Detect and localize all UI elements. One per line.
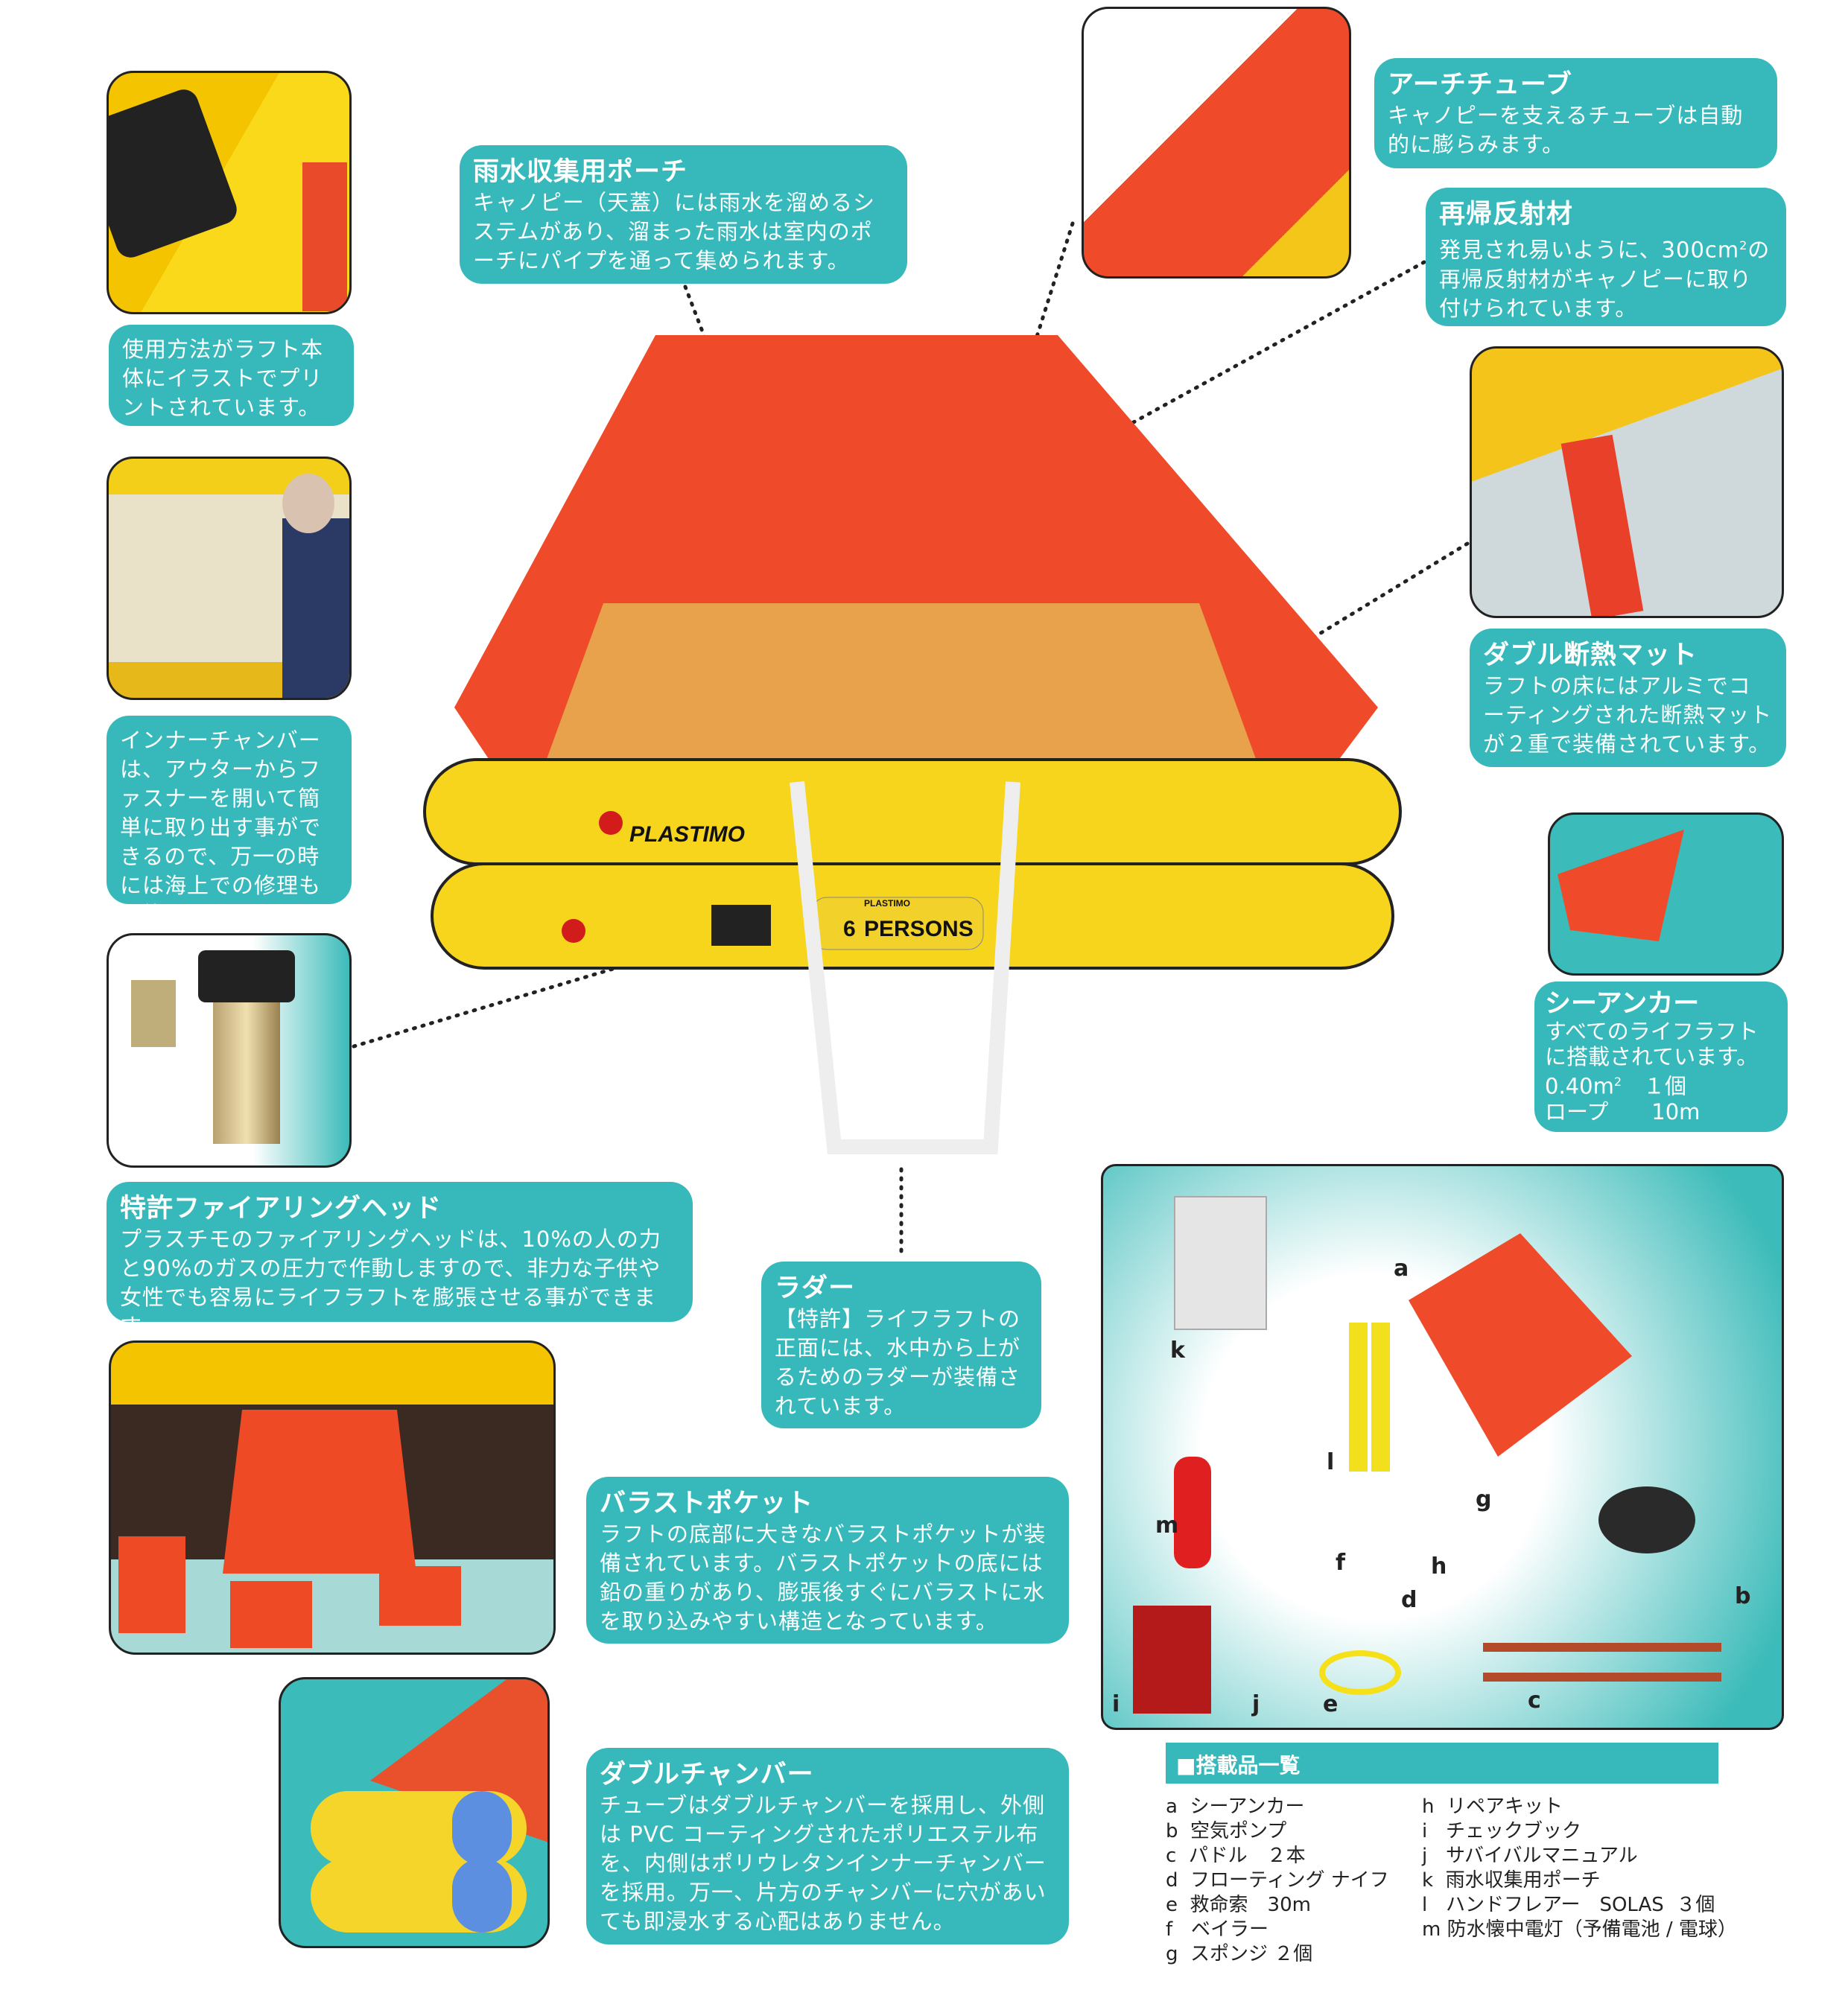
caption-sea-anchor: シーアンカー すべてのライフラフトに搭載されています。 0.40m2 １個 ロー… [1534, 982, 1788, 1132]
caption-rain-pouch: 雨水収集用ポーチキャノピー（天蓋）には雨水を溜めるシステムがあり、溜まった雨水は… [460, 145, 907, 284]
raft-interior [544, 603, 1259, 767]
caption-ballast: バラストポケットラフトの底部に大きなバラストポケットが装備されています。バラスト… [586, 1477, 1069, 1644]
equipment-list-col1: a シーアンカー b 空気ポンプ c パドル ２本 d フローティング ナイフ … [1166, 1795, 1389, 1967]
equipment-label-h: h [1431, 1553, 1447, 1580]
cylinder-brand: PLASTIMO [864, 898, 910, 909]
list-item: i チェックブック [1422, 1820, 1582, 1842]
list-item: h リペアキット [1422, 1796, 1563, 1818]
equipment-label-m: m [1155, 1513, 1179, 1539]
equipment-label-e: e [1323, 1691, 1339, 1717]
photo-insulation-mat [1470, 346, 1784, 618]
persons-label: PERSONS [864, 917, 974, 941]
list-item: d フローティング ナイフ [1166, 1869, 1389, 1892]
caption-ladder: ラダー【特許】ライフラフトの正面には、水中から上がるためのラダーが装備されていま… [761, 1262, 1041, 1428]
equipment-label-j: j [1252, 1691, 1260, 1717]
photo-printed-instructions [107, 71, 352, 314]
equipment-label-a: a [1394, 1256, 1409, 1282]
photo-equipment: a b c d e f g h i j k l m [1101, 1164, 1784, 1730]
caption-instructions: 使用方法がラフト本体にイラストでプリントされています。 [109, 325, 354, 426]
photo-sea-anchor [1548, 812, 1784, 976]
list-item: k 雨水収集用ポーチ [1422, 1869, 1601, 1892]
caption-firing-head: 特許ファイアリングヘッドプラスチモのファイアリングヘッドは、10%の人の力と90… [107, 1182, 693, 1339]
list-item: g スポンジ ２個 [1166, 1943, 1313, 1965]
photo-firing-head [107, 933, 352, 1168]
caption-retroreflective: 再帰反射材発見され易いように、300cm2の再帰反射材がキャノピーに取り付けられ… [1426, 188, 1786, 326]
caption-arch-tube: アーチチューブキャノピーを支えるチューブは自動的に膨らみます。 [1374, 58, 1777, 168]
equipment-label-l: l [1327, 1449, 1335, 1475]
photo-arch-tube [1082, 7, 1351, 279]
list-item: a シーアンカー [1166, 1796, 1305, 1818]
equipment-list-col2: h リペアキット i チェックブック j サバイバルマニュアル k 雨水収集用ポ… [1422, 1795, 1737, 1942]
list-item: c パドル ２本 [1166, 1845, 1306, 1867]
list-item: f ベイラー [1166, 1918, 1268, 1941]
equipment-label-g: g [1476, 1486, 1492, 1513]
equipment-label-i: i [1112, 1691, 1120, 1717]
equipment-list-title: ■搭載品一覧 [1166, 1743, 1718, 1784]
equipment-label-k: k [1170, 1338, 1185, 1364]
equipment-label-b: b [1735, 1583, 1751, 1609]
caption-insulation-mat: ダブル断熱マットラフトの床にはアルミでコーティングされた断熱マットが２重で装備さ… [1470, 629, 1786, 767]
caption-double-chamber: ダブルチャンバーチューブはダブルチャンバーを採用し、外側は PVC コーティング… [586, 1748, 1069, 1944]
list-item: e 救命索 30m [1166, 1894, 1311, 1916]
equipment-label-f: f [1336, 1550, 1346, 1576]
list-item: m 防水懐中電灯（予備電池 / 電球） [1422, 1918, 1737, 1941]
list-item: l ハンドフレアー SOLAS ３個 [1422, 1894, 1715, 1916]
photo-double-chamber [279, 1677, 550, 1948]
sea-anchor-rope: ロープ 10m [1545, 1098, 1701, 1125]
upper-tube [423, 758, 1402, 865]
equipment-label-c: c [1528, 1688, 1541, 1714]
raft-brand: PLASTIMO [629, 822, 745, 847]
equipment-label-d: d [1401, 1587, 1417, 1613]
photo-ballast-pockets [109, 1340, 556, 1655]
list-item: b 空気ポンプ [1166, 1820, 1287, 1842]
boarding-ladder [790, 780, 1020, 1154]
firing-head [711, 905, 771, 946]
list-item: j サバイバルマニュアル [1422, 1845, 1638, 1867]
caption-inner-chamber: インナーチャンバーは、アウターからファスナーを開いて簡単に取り出す事ができるので… [107, 716, 352, 927]
persons-number: 6 [843, 917, 856, 941]
liferaft-image: PLASTIMO PLASTIMO 6 PERSONS [423, 335, 1402, 1154]
photo-inner-chamber [107, 457, 352, 700]
